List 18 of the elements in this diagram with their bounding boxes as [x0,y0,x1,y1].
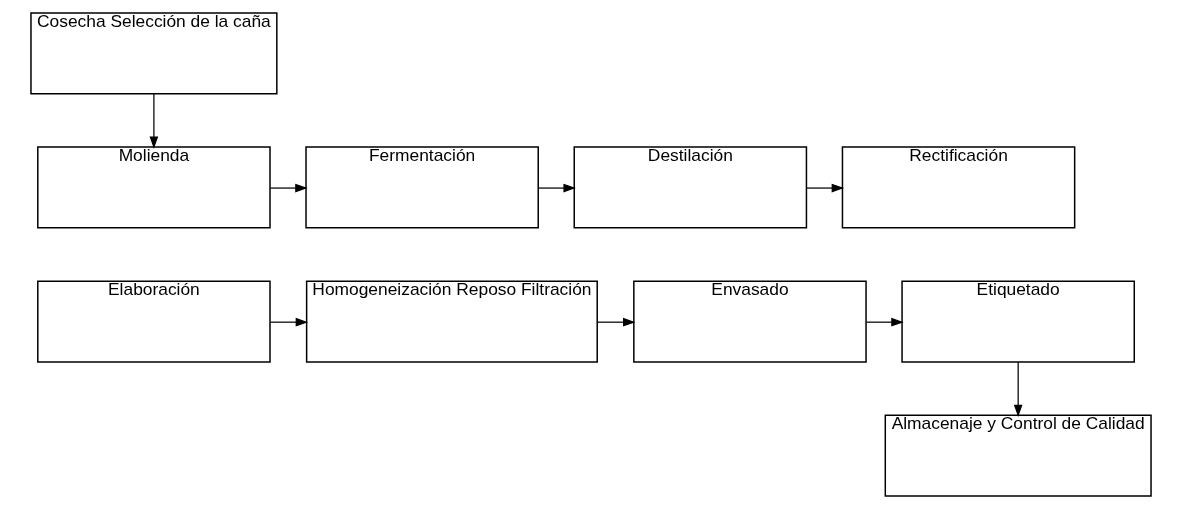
node-box: Destilación [573,146,808,229]
arrow [269,183,308,193]
node-box: Cosecha Selección de la caña [30,12,278,95]
node-box: Homogeneización Reposo Filtración [305,280,598,363]
node-box: Molienda [37,146,271,229]
arrow [149,93,159,149]
arrow [806,183,845,193]
node-box: Etiquetado [901,280,1135,363]
arrow [596,317,636,327]
arrow [1013,361,1023,418]
arrow [538,183,576,193]
arrow [865,317,904,327]
node-box: Elaboración [37,280,271,363]
node-box: Rectificación [841,146,1076,229]
node-box: Almacenaje y Control de Calidad [884,414,1152,497]
node-box: Fermentación [305,146,539,229]
arrow [269,317,309,327]
node-box: Envasado [633,280,867,363]
